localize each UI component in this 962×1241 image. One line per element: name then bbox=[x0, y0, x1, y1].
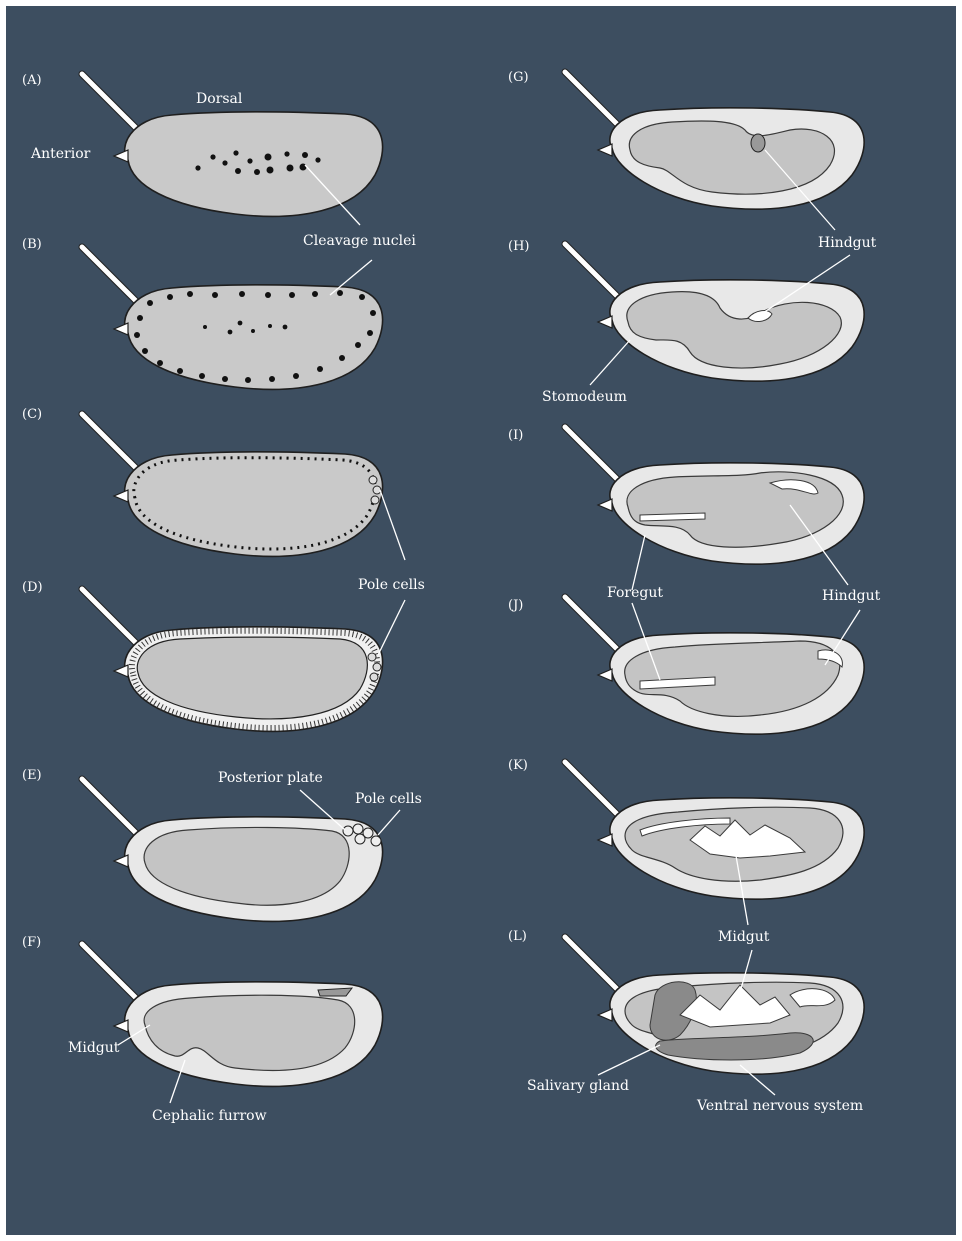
pole-cells-label-e: Pole cells bbox=[355, 791, 422, 807]
stage-l bbox=[565, 937, 864, 1074]
pole-cells-leader-e bbox=[378, 810, 400, 835]
hindgut-label-h: Hindgut bbox=[818, 235, 877, 251]
stage-d bbox=[82, 589, 383, 731]
panel-letter-k: (K) bbox=[508, 758, 528, 773]
anterior-label: Anterior bbox=[30, 146, 91, 162]
stage-j bbox=[565, 597, 864, 734]
pole-cells-leader-c bbox=[380, 490, 405, 560]
stage-k bbox=[565, 762, 864, 899]
stage-b bbox=[82, 247, 383, 389]
posterior-plate-label: Posterior plate bbox=[218, 770, 323, 786]
stage-i bbox=[565, 427, 864, 564]
panel-letter-f: (F) bbox=[22, 935, 41, 950]
ventral-nervous-system-label: Ventral nervous system bbox=[696, 1098, 863, 1114]
cleavage-nuclei-label: Cleavage nuclei bbox=[303, 233, 416, 249]
stage-c bbox=[82, 414, 383, 556]
panel-letter-h: (H) bbox=[508, 239, 529, 254]
panel-letter-a: (A) bbox=[22, 73, 42, 88]
midgut-label-l: Midgut bbox=[718, 929, 770, 945]
panel-letter-b: (B) bbox=[22, 237, 42, 252]
stage-f bbox=[82, 944, 383, 1086]
panel-letter-e: (E) bbox=[22, 768, 42, 783]
hindgut-label-j: Hindgut bbox=[822, 588, 881, 604]
pole-cells-leader-d bbox=[378, 600, 405, 655]
panel-letter-d: (D) bbox=[22, 580, 43, 595]
pole-cells-label-d: Pole cells bbox=[358, 577, 425, 593]
stage-g bbox=[565, 72, 864, 209]
panel-letter-l: (L) bbox=[508, 929, 527, 944]
panel-letter-c: (C) bbox=[22, 407, 42, 422]
panel-letter-j: (J) bbox=[508, 598, 523, 613]
panel-letter-i: (I) bbox=[508, 428, 523, 443]
cephalic-furrow-label: Cephalic furrow bbox=[152, 1108, 267, 1124]
salivary-gland-leader bbox=[598, 1045, 660, 1075]
dorsal-label: Dorsal bbox=[196, 91, 243, 107]
foregut-leader-i bbox=[632, 535, 645, 590]
salivary-gland-label: Salivary gland bbox=[527, 1078, 629, 1094]
stomodeum-label: Stomodeum bbox=[542, 389, 627, 405]
stage-e bbox=[82, 779, 383, 921]
stomodeum-leader bbox=[590, 340, 630, 385]
foregut-label: Foregut bbox=[607, 585, 663, 601]
panel-letter-g: (G) bbox=[508, 70, 529, 85]
midgut-label-f: Midgut bbox=[68, 1040, 120, 1056]
stage-h bbox=[565, 244, 864, 381]
